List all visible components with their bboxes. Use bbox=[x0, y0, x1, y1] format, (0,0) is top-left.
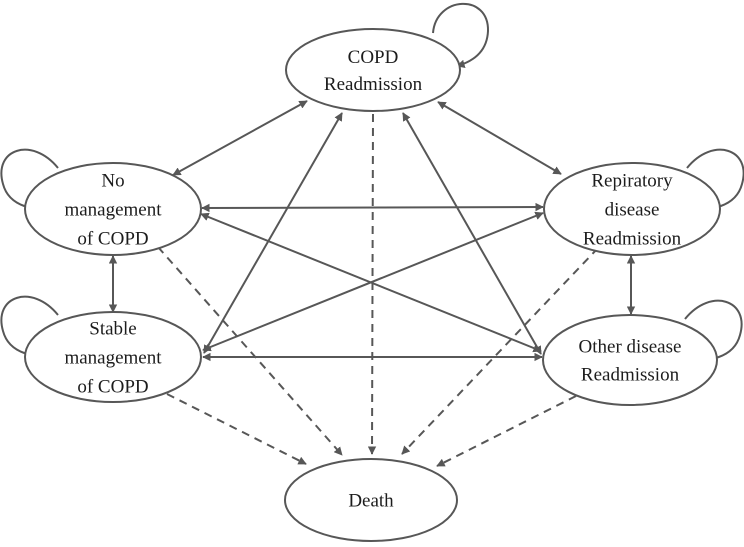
node-stable-label-line: management bbox=[64, 348, 162, 369]
edge-stable-to-resp-arrow bbox=[202, 211, 544, 352]
node-other-label-line: Readmission bbox=[581, 365, 680, 386]
edge-resp-to-death-dashed-arrow bbox=[401, 247, 599, 455]
edge-other-to-death-dashed-arrow bbox=[436, 395, 577, 467]
node-no-mgmt-label: No management of COPD bbox=[64, 171, 162, 250]
node-stable-label-line: Stable bbox=[89, 319, 137, 340]
edge-stable-to-copd-arrow bbox=[203, 112, 343, 354]
node-stable-label-line: of COPD bbox=[77, 377, 148, 398]
node-copd-ellipse bbox=[285, 28, 461, 112]
edge-resp-to-copd-arrow bbox=[437, 101, 562, 175]
node-copd-label-line: Readmission bbox=[324, 74, 423, 95]
node-copd-label: COPD Readmission bbox=[324, 47, 423, 95]
node-death-ellipse bbox=[284, 458, 458, 542]
node-copd-label-line: COPD bbox=[348, 47, 399, 68]
node-no-mgmt-label-line: management bbox=[64, 200, 162, 221]
edge-copd-to-death-dashed-arrow bbox=[367, 113, 377, 455]
node-resp-label-line: Repiratory bbox=[591, 171, 673, 192]
node-death-label-line: Death bbox=[348, 491, 394, 512]
node-stable-ellipse bbox=[24, 311, 202, 403]
node-resp-label-line: disease bbox=[605, 200, 660, 221]
edge-no-mgmt-to-death-dashed-arrow bbox=[157, 246, 343, 456]
node-stable-label: Stable management of COPD bbox=[64, 319, 162, 398]
node-other-label-line: Other disease bbox=[579, 337, 682, 358]
node-resp-ellipse bbox=[543, 162, 721, 256]
self-loop-copd bbox=[432, 2, 490, 68]
node-no-mgmt-ellipse bbox=[24, 162, 202, 256]
edge-stable-to-death-dashed-arrow bbox=[166, 393, 307, 465]
node-resp-label-line: Readmission bbox=[583, 229, 682, 250]
node-no-mgmt-label-line: No bbox=[101, 171, 124, 192]
node-other-ellipse bbox=[542, 314, 718, 406]
edge-no-mgmt-to-copd-arrow bbox=[172, 100, 308, 176]
node-no-mgmt-label-line: of COPD bbox=[77, 229, 148, 250]
edge-no-mgmt-to-resp-arrow bbox=[201, 202, 544, 213]
node-death-label: Death bbox=[348, 491, 394, 512]
